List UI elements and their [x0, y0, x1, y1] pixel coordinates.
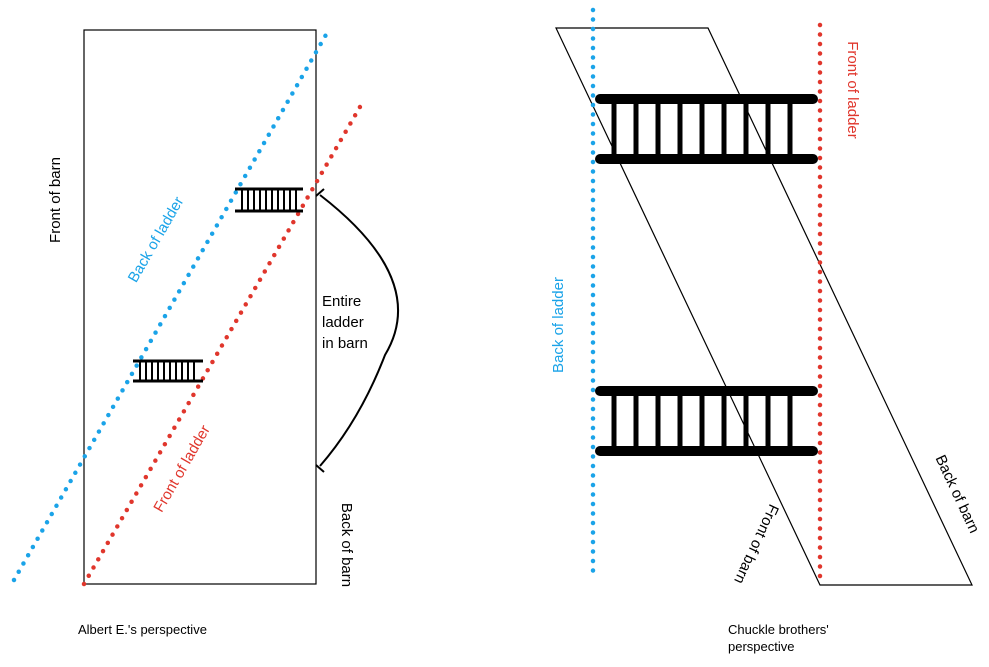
left-front-of-ladder-line — [81, 97, 367, 587]
right-front-of-barn-label: Front of barn — [730, 501, 782, 586]
right-back-of-ladder-label: Back of ladder — [550, 277, 567, 373]
left-barn — [83, 29, 317, 585]
left-ladder-bottom — [133, 359, 203, 383]
left-caption: Albert E.'s perspective — [78, 622, 207, 637]
left-back-of-barn-label: Back of barn — [338, 503, 355, 587]
right-caption-line2: perspective — [728, 639, 795, 654]
right-panel: Front of ladder Back of ladder Front of … — [550, 7, 983, 588]
entire-ladder-label-line3: in barn — [322, 335, 368, 352]
left-front-of-barn-label: Front of barn — [47, 157, 64, 243]
right-caption: Chuckle brothers' perspective — [728, 621, 829, 655]
right-back-of-barn-label: Back of barn — [932, 452, 983, 536]
entire-ladder-label-line2: ladder — [322, 314, 364, 331]
left-extent-bracket — [315, 188, 399, 473]
right-front-of-ladder-label: Front of ladder — [844, 41, 861, 139]
entire-ladder-label-line1: Entire — [322, 293, 361, 310]
right-ladder-top — [595, 94, 818, 164]
left-ladder-top — [235, 187, 303, 213]
left-front-of-ladder-label: Front of ladder — [150, 422, 214, 515]
left-back-of-ladder-label: Back of ladder — [125, 194, 188, 286]
right-caption-line1: Chuckle brothers' — [728, 622, 829, 637]
right-ladder-bottom — [595, 386, 818, 456]
left-back-of-ladder-line — [11, 30, 330, 583]
right-barn — [555, 27, 973, 586]
left-panel: Front of barn Back of ladder Front of la… — [11, 29, 399, 587]
